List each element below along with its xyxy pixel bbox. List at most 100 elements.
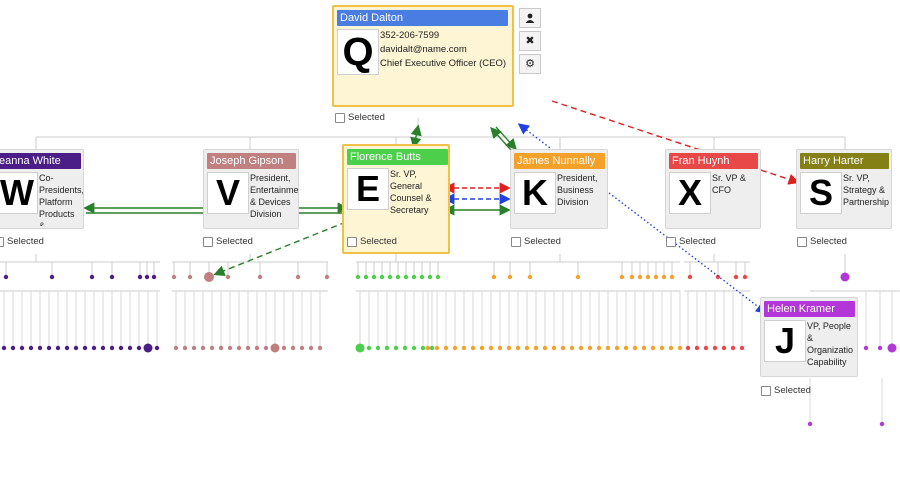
subtree-node-dot	[507, 274, 513, 280]
subtree-node-dot	[371, 274, 377, 280]
subtree-leaf-dot	[245, 345, 251, 351]
subtree-leaf-dot	[632, 345, 638, 351]
subtree-leaf-dot	[82, 345, 88, 351]
subtree-leaf-dot	[668, 345, 674, 351]
settings-button[interactable]: ⚙	[519, 54, 541, 74]
person-selected[interactable]: Selected	[0, 236, 44, 247]
selected-checkbox[interactable]	[761, 385, 771, 396]
person-title-line: Sr. VP &	[712, 173, 746, 183]
person-title-line: Platform	[39, 197, 73, 207]
ceo-email: davidalt@name.com	[380, 44, 467, 55]
subtree-node-dot	[379, 274, 385, 280]
person-avatar: X	[669, 172, 711, 214]
person-title-line: Counsel &	[390, 193, 432, 203]
close-button[interactable]: ✖	[519, 31, 541, 51]
selected-checkbox[interactable]	[347, 236, 357, 247]
subtree-node-dot	[491, 274, 497, 280]
person-title-line: Division	[250, 209, 282, 219]
subtree-node-dot	[225, 274, 231, 280]
person-avatar: K	[514, 172, 556, 214]
person-title-line: & Devices	[250, 197, 291, 207]
subtree-node-dot	[89, 274, 95, 280]
person-avatar: V	[207, 172, 249, 214]
subtree-node-dot	[653, 274, 659, 280]
subtree-leaf-dot	[127, 345, 133, 351]
subtree-node-dot	[324, 274, 330, 280]
subtree-node-dot	[411, 274, 417, 280]
person-title-line: &	[807, 333, 814, 343]
subtree-leaf-dot	[64, 345, 70, 351]
person-title: Sr. VP,Strategy &Partnership	[843, 172, 891, 226]
selected-checkbox[interactable]	[203, 236, 213, 247]
subtree-node-dot	[419, 274, 425, 280]
selected-checkbox[interactable]	[797, 236, 807, 247]
person-avatar: W	[0, 172, 38, 214]
person-title-line: Business	[557, 185, 594, 195]
subtree-node-dot	[151, 274, 157, 280]
person-name: Joseph Gipson	[207, 153, 296, 169]
person-title-line: Presidents,	[39, 185, 83, 195]
subtree-node-dot	[403, 274, 409, 280]
subtree-leaf-dot	[281, 345, 287, 351]
subtree-leaf-dot	[694, 345, 700, 351]
subtree-node-dot	[387, 274, 393, 280]
subtree-leaf-dot	[807, 421, 813, 427]
person-selected[interactable]: Selected	[666, 236, 716, 247]
person-selected[interactable]: Selected	[511, 236, 561, 247]
subtree-leaf-dot	[659, 345, 665, 351]
selected-checkbox[interactable]	[511, 236, 521, 247]
subtree-leaf-dot	[270, 343, 280, 353]
ceo-info: 352-206-7599 davidalt@name.com Chief Exe…	[380, 29, 506, 71]
subtree-leaf-dot	[308, 345, 314, 351]
person-selected[interactable]: Selected	[203, 236, 253, 247]
subtree-leaf-dot	[578, 345, 584, 351]
subtree-leaf-dot	[506, 345, 512, 351]
subtree-node-dot	[661, 274, 667, 280]
selected-label: Selected	[679, 236, 716, 247]
person-selected[interactable]: Selected	[347, 236, 397, 247]
subtree-leaf-dot	[641, 345, 647, 351]
subtree-leaf-dot	[721, 345, 727, 351]
subtree-leaf-dot	[596, 345, 602, 351]
subtree-leaf-dot	[109, 345, 115, 351]
subtree-leaf-dot	[19, 345, 25, 351]
subtree-leaf-dot	[173, 345, 179, 351]
selected-checkbox[interactable]	[0, 236, 4, 247]
selected-label: Selected	[524, 236, 561, 247]
person-title-line: Entertainme	[250, 185, 298, 195]
person-selected[interactable]: Selected	[797, 236, 847, 247]
subtree-node-dot	[49, 274, 55, 280]
person-title-line: Strategy &	[843, 185, 886, 195]
subtree-leaf-dot	[55, 345, 61, 351]
selected-checkbox[interactable]	[666, 236, 676, 247]
subtree-leaf-dot	[524, 345, 530, 351]
subtree-node-dot	[435, 274, 441, 280]
person-title-line: Products &	[39, 209, 75, 226]
subtree-leaf-dot	[877, 345, 883, 351]
subtree-leaf-dot	[551, 345, 557, 351]
person-selected[interactable]: Selected	[761, 385, 811, 396]
subtree-leaf-dot	[227, 345, 233, 351]
person-avatar: S	[800, 172, 842, 214]
subtree-leaf-dot	[515, 345, 521, 351]
subtree-node-dot	[355, 274, 361, 280]
subtree-leaf-dot	[488, 345, 494, 351]
subtree-node-dot	[363, 274, 369, 280]
subtree-leaf-dot	[254, 345, 260, 351]
ceo-selected[interactable]: Selected	[335, 112, 385, 123]
ceo-selected-checkbox[interactable]	[335, 112, 345, 123]
person-title-line: Partnership	[843, 197, 890, 207]
subtree-leaf-dot	[91, 345, 97, 351]
ceo-card[interactable]: David Dalton Q 352-206-7599 davidalt@nam…	[332, 5, 514, 107]
user-button[interactable]	[519, 8, 541, 28]
person-title-line: Capability	[807, 357, 847, 367]
subtree-leaf-dot	[200, 345, 206, 351]
